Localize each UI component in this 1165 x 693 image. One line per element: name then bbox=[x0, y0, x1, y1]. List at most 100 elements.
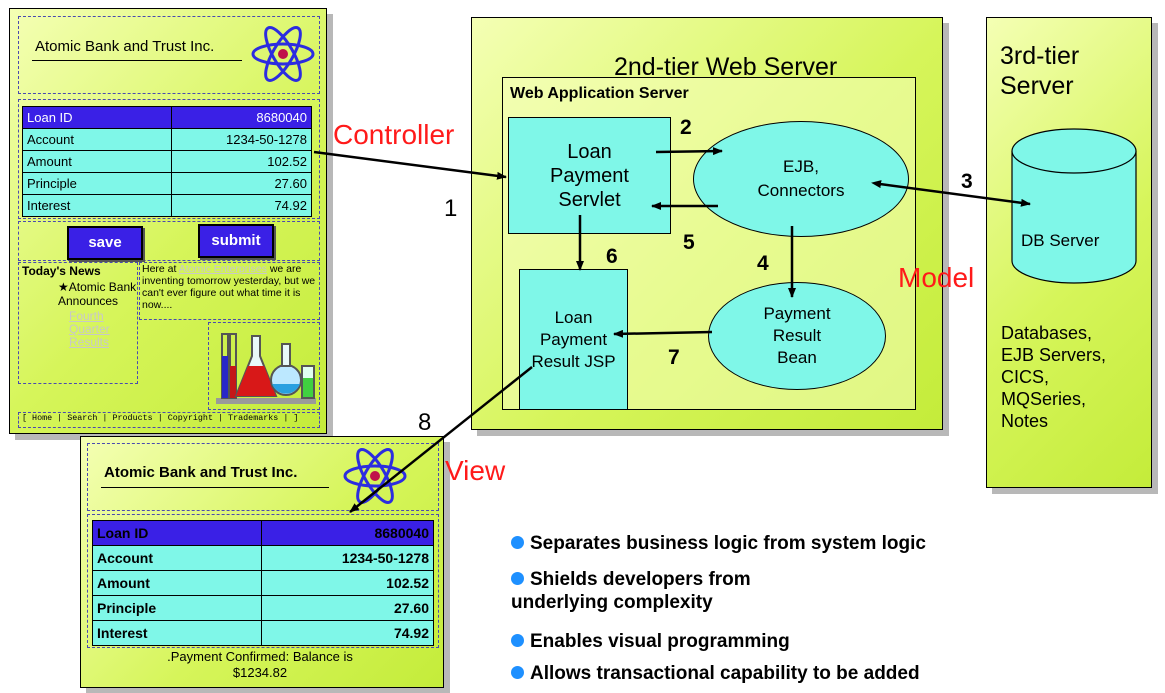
result-title: Atomic Bank and Trust Inc. bbox=[104, 464, 298, 481]
step-2: 2 bbox=[680, 116, 692, 139]
bullet-dot-icon bbox=[511, 572, 524, 585]
story-text: Here at Atomic Enterprises we are invent… bbox=[142, 263, 318, 311]
bean-label: Payment Result Bean bbox=[763, 304, 831, 367]
submit-button[interactable]: submit bbox=[198, 224, 274, 258]
arrow-2 bbox=[655, 147, 723, 156]
bank-table-frame bbox=[18, 99, 320, 219]
result-title-underline bbox=[101, 487, 329, 488]
web-server-title: 2nd-tier Web Server bbox=[614, 53, 838, 81]
bullet-text: Allows transactional capability to be ad… bbox=[530, 663, 920, 684]
app-server-title: Web Application Server bbox=[510, 85, 689, 102]
row-label: Principle bbox=[22, 172, 172, 195]
news-link-line[interactable]: Results bbox=[69, 335, 110, 349]
row-value: 102.52 bbox=[171, 150, 312, 173]
bullet-item: Enables visual programming bbox=[511, 630, 790, 653]
result-header-frame bbox=[87, 443, 439, 511]
image-frame bbox=[208, 322, 320, 410]
atom-logo-icon bbox=[343, 448, 407, 504]
database-cylinder-icon bbox=[1011, 128, 1137, 284]
bullet-text: Shields developers from underlying compl… bbox=[511, 569, 751, 613]
bank-header-frame bbox=[18, 16, 320, 94]
step-3: 3 bbox=[961, 170, 973, 193]
arrow-3 bbox=[871, 180, 1031, 207]
arrow-1 bbox=[313, 150, 507, 180]
bank-title: Atomic Bank and Trust Inc. bbox=[35, 38, 215, 55]
payment-confirmation: .Payment Confirmed: Balance is $1234.82 bbox=[167, 649, 353, 680]
bullet-dot-icon bbox=[511, 536, 524, 549]
view-label: View bbox=[445, 455, 506, 486]
jsp-label: Loan Payment Result JSP bbox=[531, 307, 616, 371]
bean-ellipse: Payment Result Bean bbox=[708, 282, 886, 390]
story-prefix: Here at bbox=[142, 263, 179, 275]
row-label: Principle bbox=[92, 595, 262, 621]
bank-title-underline bbox=[32, 60, 242, 61]
news-item: ★Atomic Bank Announces bbox=[58, 280, 138, 308]
row-value: 1234-50-1278 bbox=[171, 128, 312, 151]
bank-buttons-frame bbox=[18, 221, 320, 261]
row-value: 27.60 bbox=[171, 172, 312, 195]
row-label: Loan ID bbox=[22, 106, 172, 129]
bullet-text: Enables visual programming bbox=[530, 631, 790, 652]
tier3-title: 3rd-tier Server bbox=[1000, 42, 1080, 100]
row-label: Account bbox=[22, 128, 172, 151]
step-1: 1 bbox=[444, 195, 458, 222]
bullet-dot-icon bbox=[511, 634, 524, 647]
news-link-line[interactable]: Fourth bbox=[69, 309, 104, 323]
list-item: EJB Servers, bbox=[1001, 345, 1107, 365]
row-label: Amount bbox=[22, 150, 172, 173]
bullet-dot-icon bbox=[511, 666, 524, 679]
step-7: 7 bbox=[668, 346, 680, 369]
footer-nav[interactable]: [ Home | Search | Products | Copyright |… bbox=[22, 413, 299, 423]
tier3-list: Databases, EJB Servers, CICS, MQSeries, … bbox=[1001, 322, 1106, 432]
news-link-line[interactable]: Quarter bbox=[69, 322, 110, 336]
story-link[interactable]: Atomic Enterprises bbox=[178, 263, 267, 275]
arrow-7 bbox=[613, 329, 713, 338]
step-6: 6 bbox=[606, 245, 618, 268]
lab-flasks-icon bbox=[216, 333, 316, 404]
row-value: 8680040 bbox=[261, 520, 434, 546]
story-body: we are inventing tomorrow yesterday, but… bbox=[142, 263, 316, 311]
db-server-label: DB Server bbox=[1021, 231, 1100, 250]
news-frame bbox=[18, 262, 138, 384]
save-button[interactable]: save bbox=[67, 226, 143, 260]
list-item: MQSeries, bbox=[1001, 389, 1087, 409]
row-value: 74.92 bbox=[261, 620, 434, 646]
list-item: CICS, bbox=[1001, 367, 1050, 387]
news-heading: Today's News bbox=[22, 264, 101, 278]
ejb-ellipse: EJB, Connectors bbox=[693, 121, 909, 237]
row-value: 1234-50-1278 bbox=[261, 545, 434, 571]
row-label: Loan ID bbox=[92, 520, 262, 546]
atom-logo-icon bbox=[251, 26, 315, 82]
bullet-item: Allows transactional capability to be ad… bbox=[511, 662, 920, 685]
step-4: 4 bbox=[757, 252, 769, 275]
row-value: 27.60 bbox=[261, 595, 434, 621]
news-item-text: Atomic Bank Announces bbox=[58, 280, 137, 308]
bullet-item: Separates business logic from system log… bbox=[511, 532, 926, 555]
bullet-text: Separates business logic from system log… bbox=[530, 533, 926, 554]
bullet-item: Shields developers from underlying compl… bbox=[511, 568, 851, 614]
list-item: Notes bbox=[1001, 411, 1049, 431]
result-table-frame bbox=[87, 514, 439, 648]
row-value: 102.52 bbox=[261, 570, 434, 596]
controller-label: Controller bbox=[333, 119, 455, 150]
row-label: Interest bbox=[22, 194, 172, 217]
ejb-label: EJB, Connectors bbox=[757, 157, 845, 200]
row-value: 8680040 bbox=[171, 106, 312, 129]
step-8: 8 bbox=[418, 409, 432, 436]
footer-frame bbox=[18, 412, 320, 428]
row-label: Amount bbox=[92, 570, 262, 596]
news-link[interactable]: Fourth Quarter Results bbox=[69, 310, 110, 349]
model-label: Model bbox=[898, 262, 975, 293]
servlet-box: Loan Payment Servlet bbox=[508, 117, 671, 234]
